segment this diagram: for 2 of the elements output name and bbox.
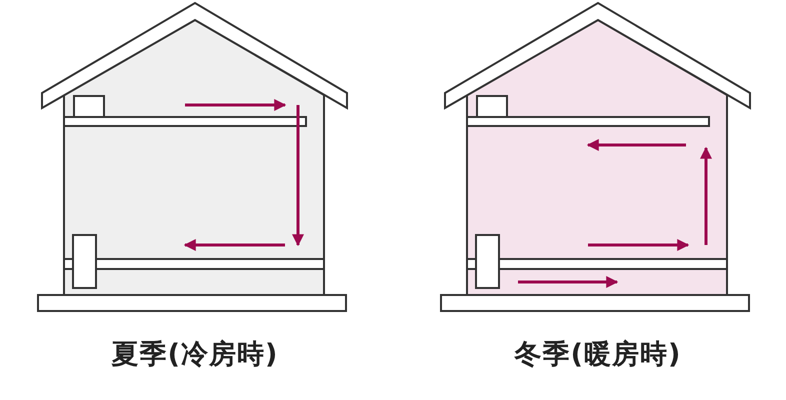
caption: 冬季(暖房時) (514, 339, 682, 370)
caption: 夏季(冷房時) (112, 339, 278, 370)
